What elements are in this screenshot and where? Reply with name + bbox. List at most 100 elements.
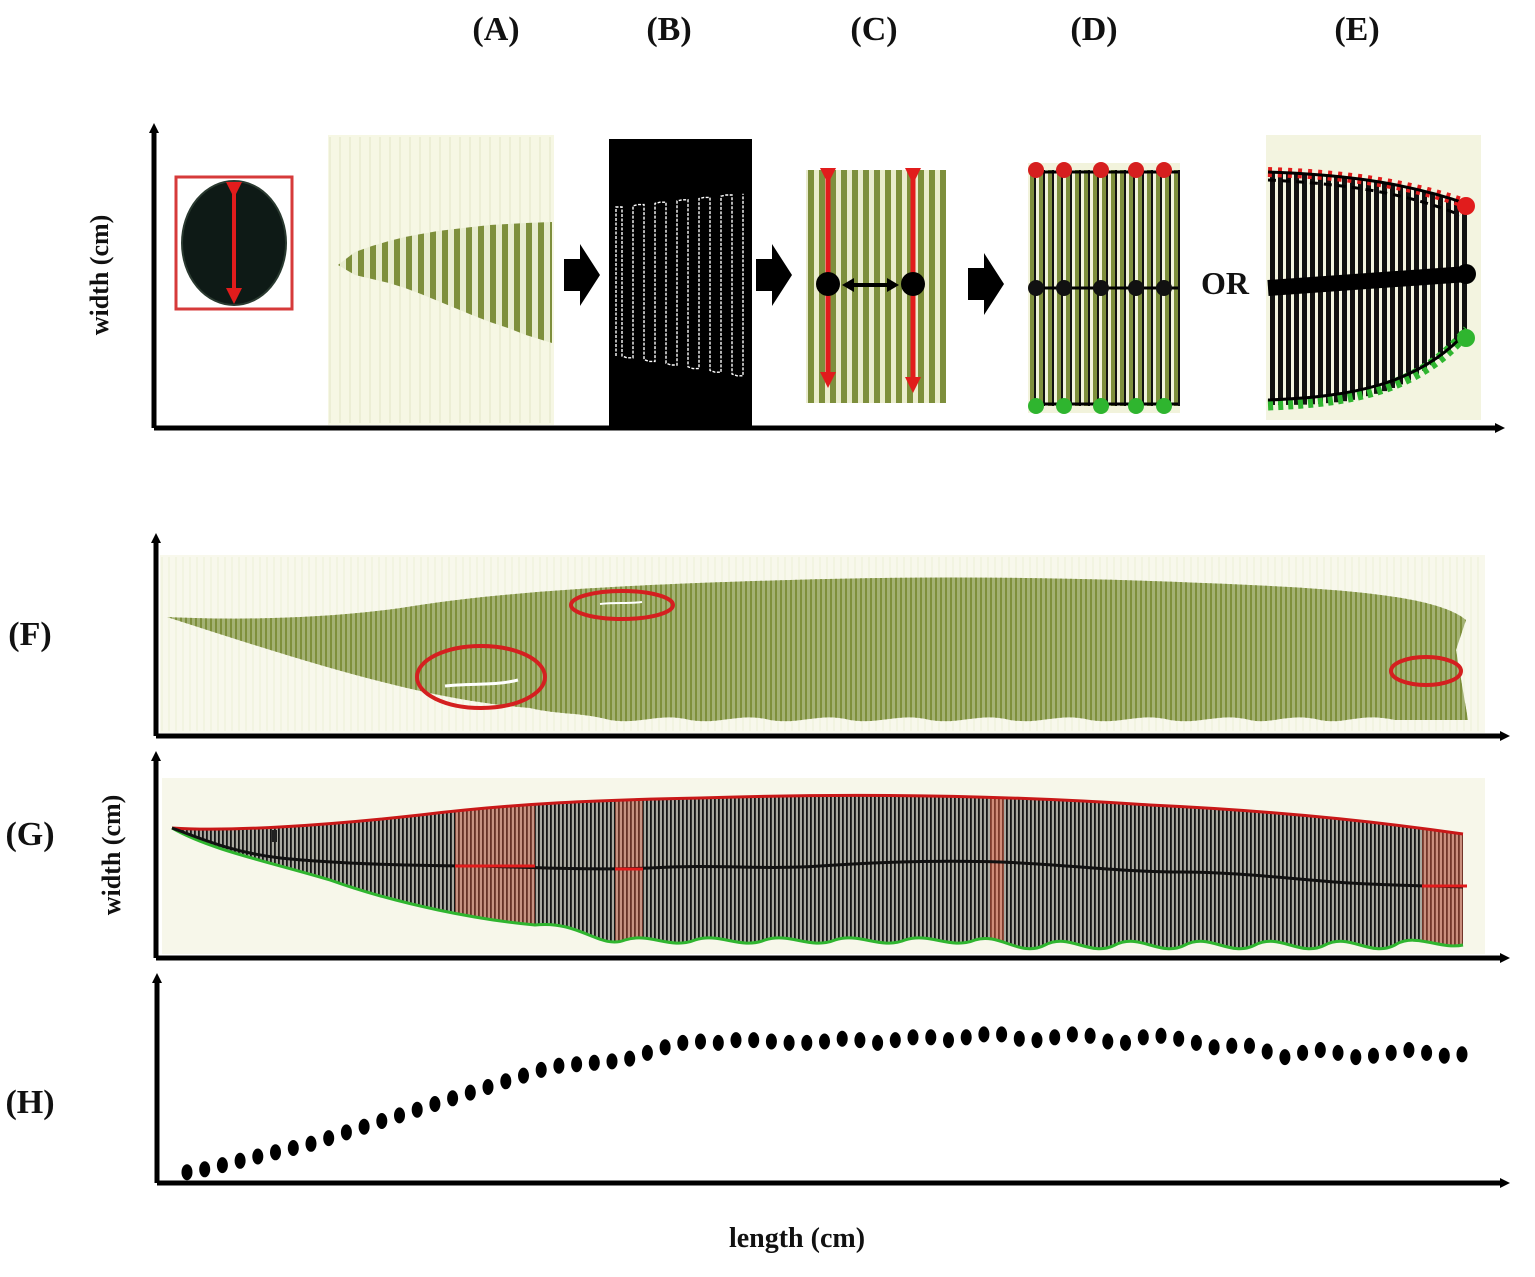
leaf-stripe	[870, 795, 872, 949]
leaf-stripe	[475, 577, 477, 722]
leaf-stripe	[1310, 795, 1312, 949]
leaf-stripe	[374, 795, 376, 949]
x-axis-label-length: length (cm)	[729, 1223, 865, 1254]
leaf-stripe	[1026, 795, 1028, 949]
leaf-stripe	[310, 795, 312, 949]
leaf-stripe	[338, 795, 340, 949]
leaf-stripe	[1014, 795, 1016, 949]
leaf-stripe	[1405, 577, 1407, 722]
data-point	[1350, 1049, 1362, 1066]
leaf-stripe	[1006, 795, 1008, 949]
leaf-stripe	[1274, 795, 1276, 949]
leaf-stripe	[1365, 577, 1367, 722]
mid-point	[1156, 280, 1172, 296]
leaf-stripe	[680, 577, 682, 722]
data-point	[270, 1144, 281, 1161]
leaf-stripe	[1446, 795, 1448, 949]
leaf-stripe	[480, 577, 482, 722]
leaf-stripe	[1422, 795, 1424, 949]
y-axis-label-g: width (cm)	[97, 795, 126, 916]
leaf-stripe	[774, 795, 776, 949]
data-point	[943, 1032, 954, 1049]
leaf-stripe	[740, 577, 742, 722]
leaf-stripe	[1294, 795, 1296, 949]
leaf-stripe	[1210, 577, 1212, 722]
data-point	[765, 1033, 777, 1050]
leaf-stripe	[942, 795, 944, 949]
leaf-stripe	[495, 577, 497, 722]
leaf-stripe	[430, 577, 432, 722]
leaf-stripe	[550, 577, 552, 722]
leaf-stripe	[750, 577, 752, 722]
leaf-stripe	[785, 577, 787, 722]
leaf-stripe	[542, 795, 544, 949]
edge-point	[1128, 398, 1144, 414]
leaf-stripe	[1075, 577, 1077, 722]
leaf-stripe	[966, 795, 968, 949]
data-point	[305, 1135, 317, 1152]
leaf-stripe	[715, 577, 717, 722]
leaf-stripe	[350, 795, 352, 949]
leaf-stripe	[654, 795, 656, 949]
leaf-stripe	[1420, 577, 1422, 722]
right-arrow-icon	[756, 244, 792, 306]
leaf-stripe	[755, 577, 757, 722]
leaf-stripe	[1220, 577, 1222, 722]
leaf-stripe	[765, 577, 767, 722]
leaf-stripe	[780, 577, 782, 722]
leaf-stripe	[405, 577, 407, 722]
leaf-stripe	[630, 577, 632, 722]
leaf-stripe	[318, 795, 320, 949]
leaf-stripe	[822, 795, 824, 949]
leaf-stripe	[585, 577, 587, 722]
leaf-stripe	[746, 795, 748, 949]
leaf-stripe	[955, 577, 957, 722]
data-point	[1137, 1029, 1149, 1046]
leaf-stripe	[735, 577, 737, 722]
leaf-stripe	[414, 795, 416, 949]
data-point	[234, 1152, 246, 1169]
leaf-stripe	[1125, 577, 1127, 722]
leaf-stripe	[610, 577, 612, 722]
leaf-stripe	[818, 795, 820, 949]
leaf-stripe	[1360, 577, 1362, 722]
leaf-stripe	[1010, 795, 1012, 949]
leaf-stripe	[1302, 795, 1304, 949]
leaf-stripe	[506, 795, 508, 949]
edge-point	[1056, 162, 1072, 178]
data-point	[340, 1124, 352, 1141]
leaf-stripe	[625, 577, 627, 722]
leaf-stripe	[1098, 795, 1100, 949]
leaf-stripe	[550, 222, 552, 343]
leaf-stripe	[1450, 795, 1452, 949]
leaf-stripe	[342, 795, 344, 949]
panel-f-leaf	[160, 555, 1485, 733]
leaf-stripe	[618, 795, 620, 949]
leaf-stripe	[938, 795, 940, 949]
leaf-stripe	[1355, 577, 1357, 722]
leaf-stripe	[842, 795, 844, 949]
data-point	[411, 1101, 423, 1118]
leaf-stripe	[1366, 795, 1368, 949]
leaf-stripe	[518, 795, 520, 949]
leaf-stripe	[462, 795, 464, 949]
panel-a-leaf	[328, 135, 554, 425]
leaf-stripe	[1065, 577, 1067, 722]
leaf-stripe	[360, 577, 362, 722]
leaf-stripe	[1445, 577, 1447, 722]
leaf-stripe	[440, 577, 442, 722]
leaf-stripe	[438, 795, 440, 949]
leaf-stripe	[925, 577, 927, 722]
leaf-stripe	[382, 795, 384, 949]
leaf-stripe	[910, 795, 912, 949]
leaf-stripe	[402, 795, 404, 949]
leaf-stripe	[425, 577, 427, 722]
leaf-stripe	[562, 795, 564, 949]
leaf-stripe	[1055, 577, 1057, 722]
data-point	[659, 1039, 671, 1056]
leaf-stripe	[875, 577, 877, 722]
leaf-stripe	[1315, 577, 1317, 722]
leaf-stripe	[1140, 577, 1142, 722]
leaf-stripe	[1382, 795, 1384, 949]
leaf-stripe	[835, 577, 837, 722]
